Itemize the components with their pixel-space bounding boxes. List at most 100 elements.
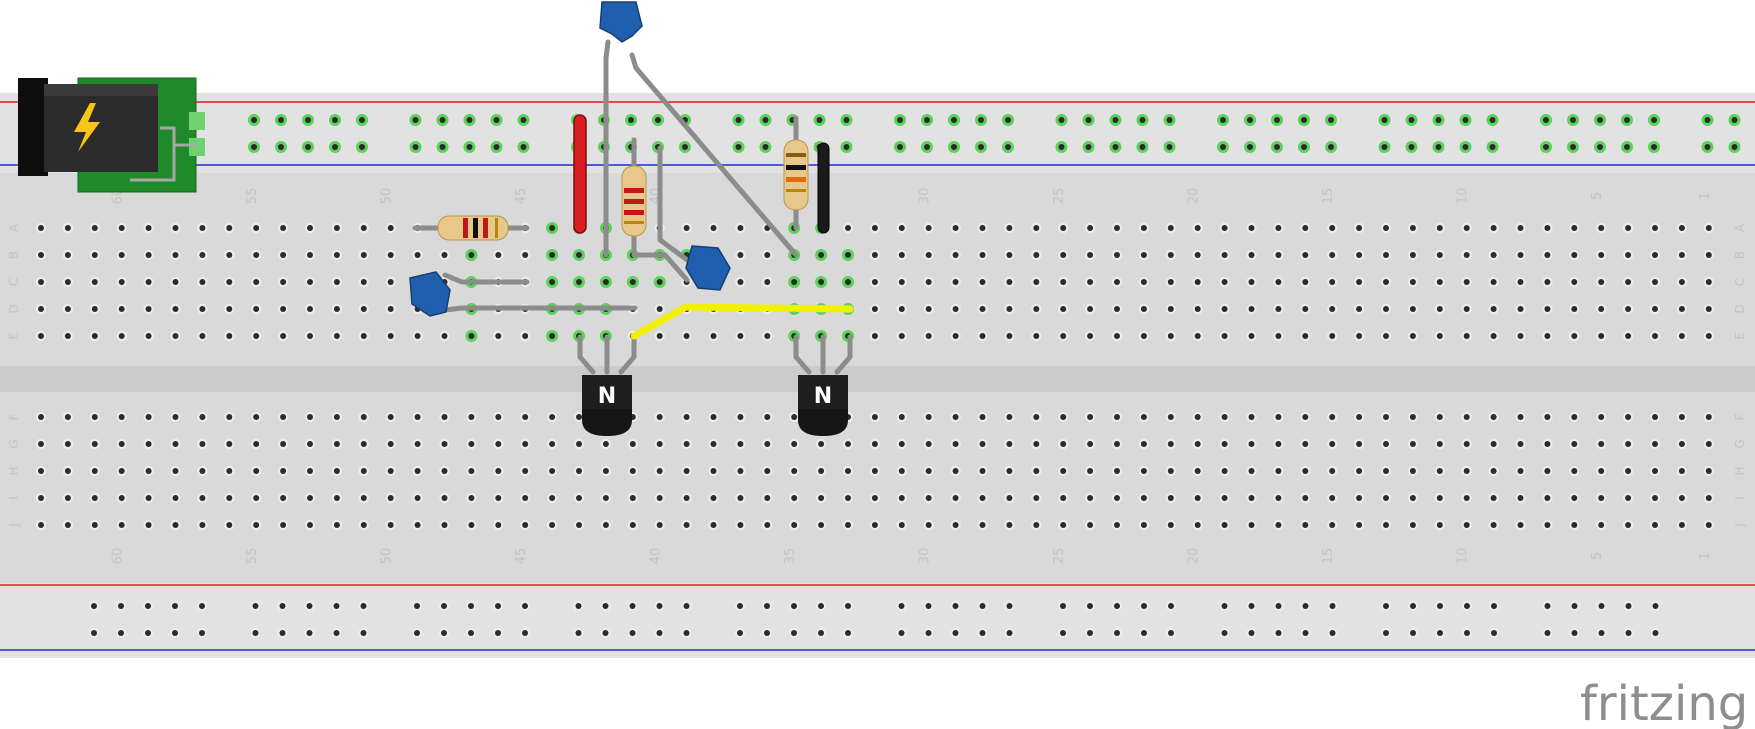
transistor-1-leg-c[interactable] — [618, 334, 637, 375]
hole-i17-pin — [1275, 495, 1282, 501]
hole-i18-pin — [1248, 495, 1255, 501]
hole-f1-pin — [1705, 414, 1712, 420]
hole-j46-pin — [495, 522, 502, 528]
hole-c2-pin — [1678, 279, 1685, 285]
rail-bottom-4-0-1-pin — [737, 630, 743, 636]
hole-h57-pin — [199, 468, 206, 474]
hole-f17-pin — [1275, 414, 1282, 420]
hole-b25-pin — [1060, 252, 1067, 258]
hole-h62-pin — [64, 468, 71, 474]
column-label-bottom-1: 1 — [1698, 552, 1713, 560]
hole-g29-pin — [952, 441, 959, 447]
hole-g45-pin — [522, 441, 529, 447]
hole-e26-pin — [1033, 333, 1040, 339]
transistor-2[interactable]: N — [798, 375, 848, 436]
resistor-vertical-right[interactable] — [783, 139, 809, 211]
hole-g5-pin — [1598, 441, 1605, 447]
hole-f58-pin — [172, 414, 179, 420]
transistor-1[interactable]: N — [582, 375, 632, 436]
column-label-top-1: 1 — [1698, 192, 1713, 200]
hole-j25-pin — [1060, 522, 1067, 528]
hole-f55-pin — [253, 414, 260, 420]
hole-h45-pin — [522, 468, 529, 474]
hole-i3-pin — [1652, 495, 1658, 501]
rail-bottom-9-4-1-pin — [1652, 630, 1659, 636]
hole-d28-pin — [979, 306, 986, 312]
rail-bottom-5-4-0-pin — [1006, 603, 1013, 609]
row-label-e-left: E — [7, 332, 21, 340]
yellow-wire[interactable] — [630, 303, 854, 340]
hole-g46-pin — [495, 441, 502, 447]
hole-a32-pin — [871, 225, 878, 231]
top-capacitor-leg-2[interactable] — [629, 52, 799, 258]
rail-top-8-1-0-pin — [1570, 117, 1576, 123]
rail-bottom-8-4-1-pin — [1491, 630, 1497, 636]
hole-c29-pin — [952, 279, 959, 285]
hole-j6-pin — [1571, 522, 1578, 528]
hole-a12-pin — [1409, 225, 1416, 231]
rail-top-4-1-0-pin — [924, 117, 930, 123]
hole-g49-pin — [414, 441, 421, 447]
rail-bottom-7-1-1-pin — [1248, 630, 1255, 636]
rail-bottom-2-0-1-pin — [414, 630, 420, 636]
hole-d23-pin — [1114, 306, 1120, 312]
power-jack[interactable] — [18, 77, 205, 193]
hole-i53-pin — [307, 495, 313, 501]
rail-bottom-3-4-1-pin — [683, 630, 690, 636]
capacitor-top[interactable] — [599, 1, 643, 43]
rail-top-3-1-0-pin — [762, 117, 769, 123]
hole-h12-pin — [1409, 468, 1416, 474]
rail-bottom-3-3-1-pin — [656, 630, 663, 636]
transistor-2-leg-c[interactable] — [834, 334, 853, 375]
resistor-vertical-center[interactable] — [621, 165, 647, 237]
hole-d2-pin — [1678, 306, 1685, 312]
transistor-2-leg-e[interactable] — [793, 334, 812, 375]
center-capacitor-leg-2[interactable] — [657, 145, 693, 265]
hole-h1-pin — [1705, 468, 1712, 474]
black-wire[interactable] — [817, 142, 830, 234]
top-capacitor-leg-1[interactable] — [603, 39, 611, 258]
hole-i58-pin — [172, 495, 179, 501]
hole-c16-pin — [1302, 279, 1309, 285]
left-capacitor-leg-2[interactable] — [442, 305, 638, 313]
hole-j38-pin — [710, 522, 717, 528]
hole-a9-pin — [1490, 225, 1497, 231]
hole-e9-pin — [1490, 333, 1497, 339]
transistor-1-leg-e[interactable] — [577, 334, 596, 375]
hole-g42-pin — [602, 441, 609, 447]
hole-h8-pin — [1517, 468, 1524, 474]
hole-i32-pin — [871, 495, 878, 501]
hole-b16-pin — [1302, 252, 1309, 258]
hole-i44-pin — [549, 495, 556, 501]
hole-g24-pin — [1087, 441, 1094, 447]
hole-d11-pin — [1436, 306, 1443, 312]
hole-f53-pin — [307, 414, 313, 420]
rail-top-4-4-1-pin — [1005, 144, 1011, 150]
rail-bottom-1-2-0-pin — [306, 603, 313, 609]
hole-j5-pin — [1598, 522, 1605, 528]
capacitor-center[interactable] — [685, 245, 731, 291]
hole-f26-pin — [1033, 414, 1040, 420]
hole-d14-pin — [1356, 306, 1363, 312]
hole-j54-pin — [280, 522, 287, 528]
hole-f51-pin — [360, 414, 367, 420]
left-capacitor-leg-1[interactable] — [442, 272, 530, 285]
hole-i29-pin — [952, 495, 959, 501]
hole-j22-pin — [1140, 522, 1147, 528]
hole-f40-pin — [656, 414, 663, 420]
hole-h16-pin — [1302, 468, 1309, 474]
row-label-g-left: G — [7, 439, 21, 448]
red-wire[interactable] — [573, 114, 587, 234]
hole-d3-pin — [1652, 306, 1658, 312]
hole-c58-pin — [172, 279, 179, 285]
rail-top-7-1-1-pin — [1408, 144, 1415, 150]
hole-i20-pin — [1194, 495, 1201, 501]
hole-c14-pin — [1356, 279, 1363, 285]
capacitor-left[interactable] — [409, 271, 451, 317]
rail-bottom-1-2-1-pin — [306, 630, 313, 636]
hole-j47-pin — [468, 522, 475, 528]
hole-h32-pin — [871, 468, 878, 474]
rail-top-7-2-1-pin — [1435, 144, 1442, 150]
row-label-c-left: C — [7, 278, 21, 286]
resistor-horizontal-left[interactable] — [437, 215, 509, 241]
